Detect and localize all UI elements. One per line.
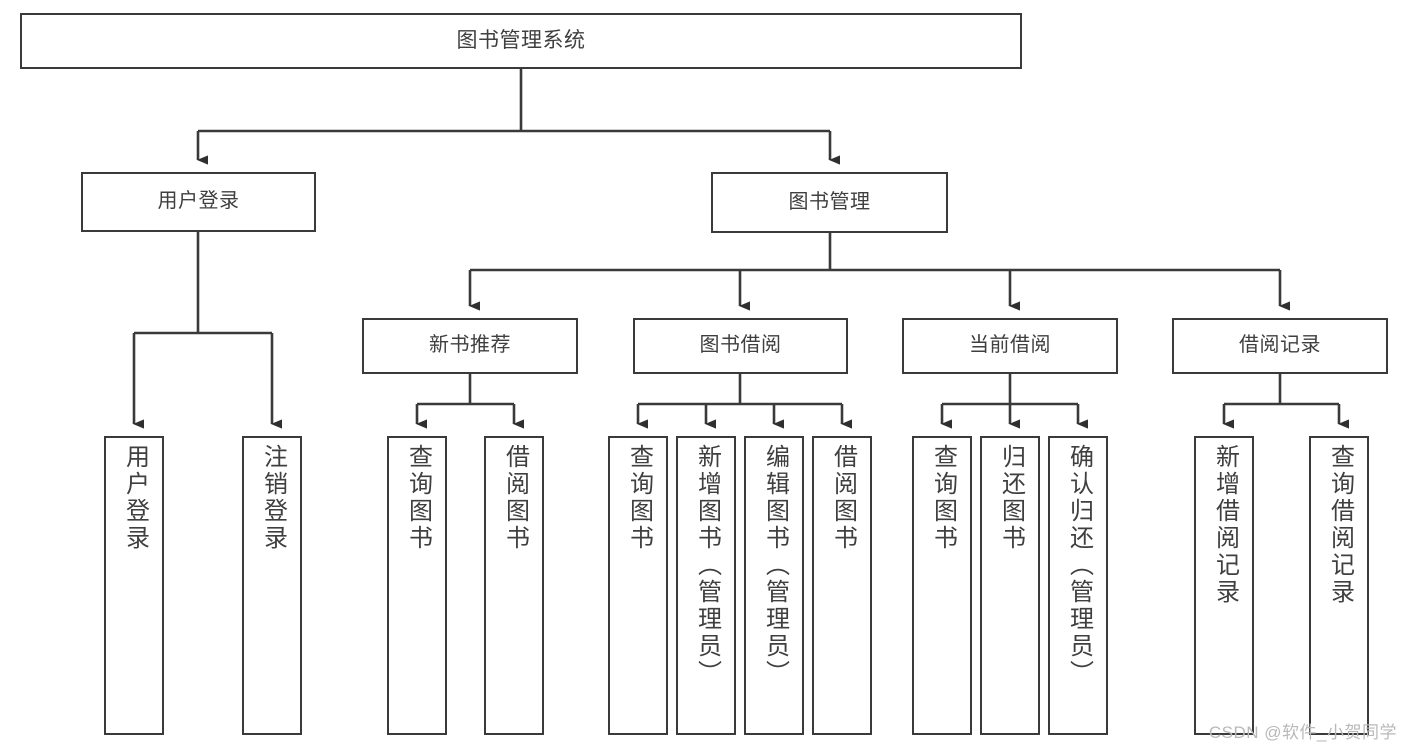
node-label: 图书借阅 bbox=[699, 334, 782, 357]
node-leaf-add-record[interactable]: 新增借阅记录 bbox=[1194, 436, 1254, 735]
node-leaf-query-book-3[interactable]: 查询图书 bbox=[912, 436, 972, 735]
node-current-borrow[interactable]: 当前借阅 bbox=[902, 318, 1118, 374]
node-label: 查询图书 bbox=[625, 444, 653, 552]
node-label: 查询图书 bbox=[404, 444, 432, 552]
node-leaf-user-login[interactable]: 用户登录 bbox=[104, 436, 164, 735]
node-label: 图书管理系统 bbox=[456, 28, 586, 52]
node-label: 编辑图书（管理员） bbox=[761, 444, 789, 687]
node-leaf-query-book-2[interactable]: 查询图书 bbox=[608, 436, 668, 735]
node-label: 借阅图书 bbox=[501, 444, 529, 552]
node-label: 归还图书 bbox=[997, 444, 1025, 552]
node-label: 图书管理 bbox=[788, 190, 871, 213]
node-leaf-query-record[interactable]: 查询借阅记录 bbox=[1309, 436, 1369, 735]
node-label: 新增图书（管理员） bbox=[693, 444, 721, 687]
node-label: 查询图书 bbox=[929, 444, 957, 552]
node-label: 注销登录 bbox=[259, 444, 287, 552]
node-label: 借阅记录 bbox=[1239, 334, 1321, 357]
node-root-system[interactable]: 图书管理系统 bbox=[20, 13, 1022, 69]
node-leaf-edit-book[interactable]: 编辑图书（管理员） bbox=[744, 436, 804, 735]
node-label: 用户登录 bbox=[157, 190, 240, 213]
node-borrow-record[interactable]: 借阅记录 bbox=[1172, 318, 1388, 374]
node-new-book-recommend[interactable]: 新书推荐 bbox=[362, 318, 578, 374]
node-label: 当前借阅 bbox=[969, 334, 1051, 357]
node-leaf-borrow-book-1[interactable]: 借阅图书 bbox=[484, 436, 544, 735]
node-label: 新书推荐 bbox=[429, 334, 511, 357]
node-label: 新增借阅记录 bbox=[1211, 444, 1239, 606]
node-label: 查询借阅记录 bbox=[1326, 444, 1354, 606]
node-book-management[interactable]: 图书管理 bbox=[711, 172, 948, 233]
node-label: 借阅图书 bbox=[829, 444, 857, 552]
node-label: 用户登录 bbox=[121, 444, 149, 552]
node-leaf-confirm-return[interactable]: 确认归还（管理员） bbox=[1048, 436, 1108, 735]
node-label: 确认归还（管理员） bbox=[1065, 444, 1093, 687]
node-leaf-add-book[interactable]: 新增图书（管理员） bbox=[676, 436, 736, 735]
node-leaf-borrow-book-2[interactable]: 借阅图书 bbox=[812, 436, 872, 735]
node-user-login[interactable]: 用户登录 bbox=[81, 172, 316, 232]
node-leaf-logout-login[interactable]: 注销登录 bbox=[242, 436, 302, 735]
node-leaf-return-book[interactable]: 归还图书 bbox=[980, 436, 1040, 735]
node-book-borrow[interactable]: 图书借阅 bbox=[633, 318, 848, 374]
node-leaf-query-book-1[interactable]: 查询图书 bbox=[387, 436, 447, 735]
